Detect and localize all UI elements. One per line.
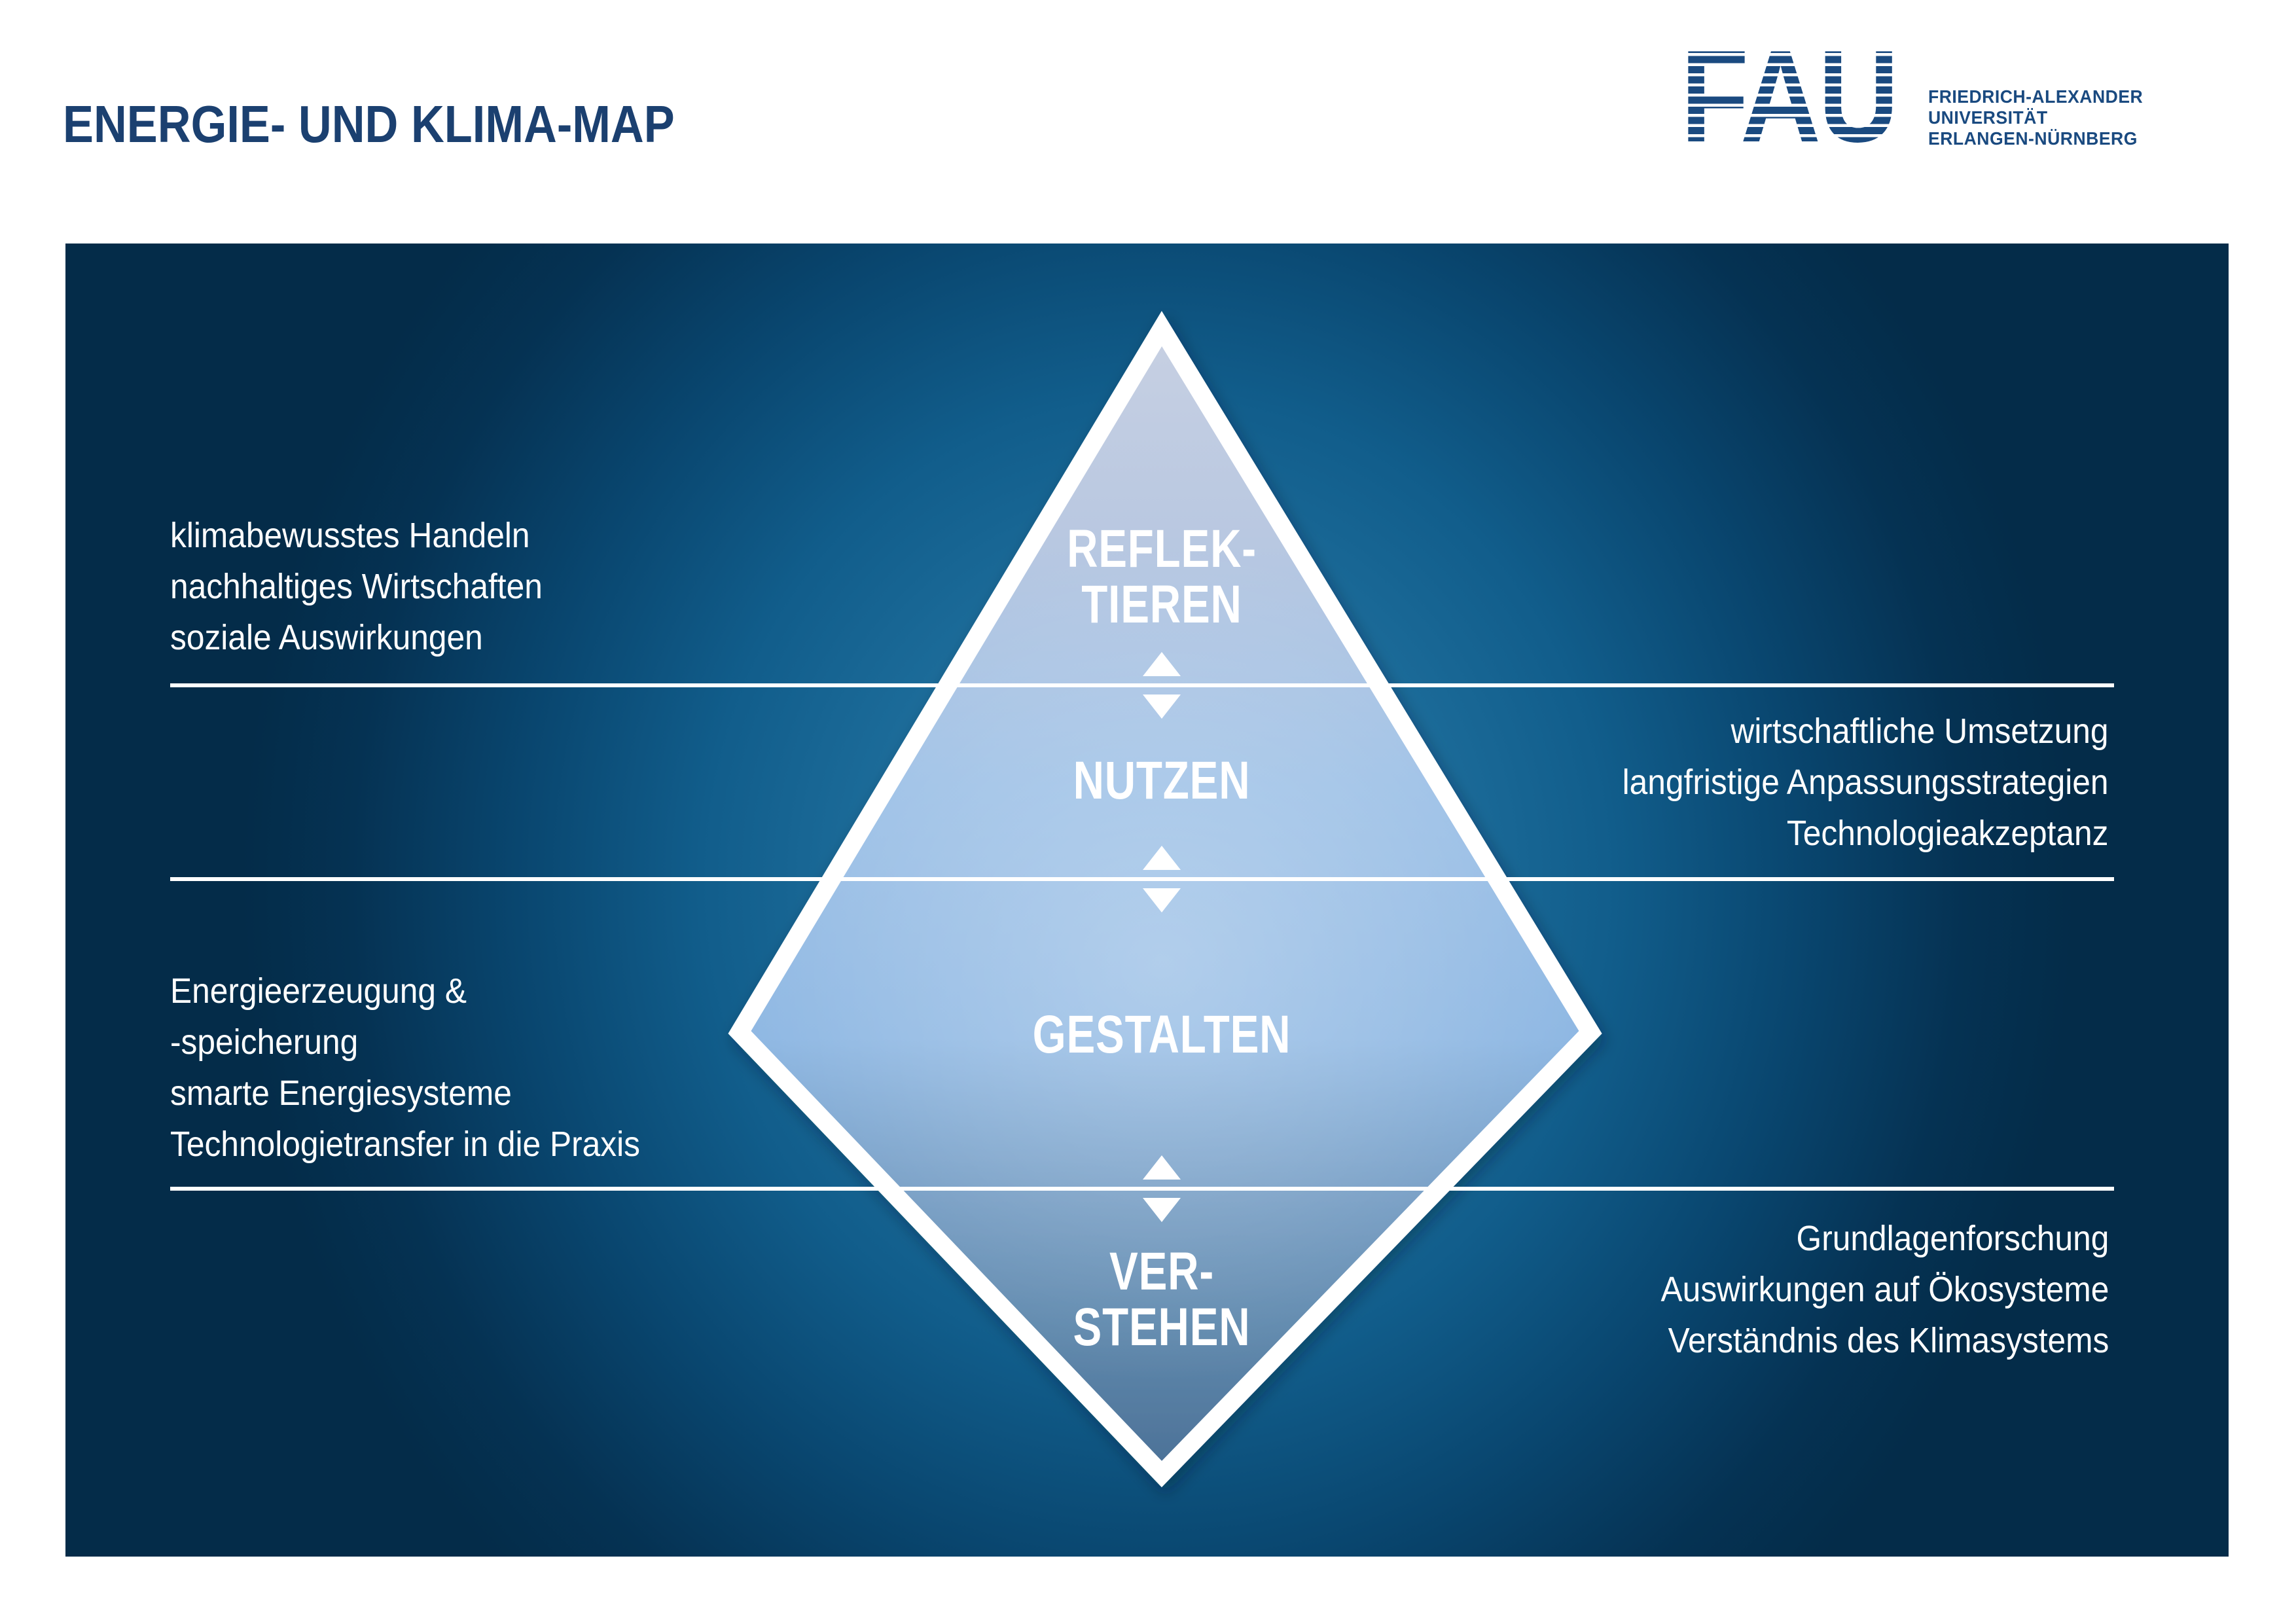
- arrow-up-icon: [1143, 1155, 1181, 1180]
- annotation-line: nachhaltiges Wirtschaften: [170, 567, 543, 606]
- divider-line-3: [170, 1187, 2114, 1191]
- fau-name-line: ERLANGEN-NÜRNBERG: [1928, 128, 2138, 149]
- level-label-line: GESTALTEN: [1032, 1005, 1291, 1064]
- annotation-line: Technologietransfer in die Praxis: [170, 1125, 640, 1164]
- annotation-line: Grundlagenforschung: [1796, 1219, 2109, 1258]
- arrow-down-icon: [1143, 1198, 1181, 1222]
- level-label-nutzen: NUTZEN: [1073, 753, 1251, 808]
- annotation-reflektieren: klimabewusstes Handeln nachhaltiges Wirt…: [170, 510, 543, 663]
- annotation-line: klimabewusstes Handeln: [170, 516, 530, 555]
- annotation-line: smarte Energiesysteme: [170, 1074, 512, 1113]
- arrow-up-icon: [1143, 846, 1181, 870]
- level-label-line: VER-: [1109, 1242, 1214, 1301]
- fau-logo: FAU FRIEDRICH-ALEXANDER UNIVERSITÄT ERLA…: [1681, 46, 2244, 157]
- level-label-line: NUTZEN: [1073, 751, 1251, 810]
- map-panel: REFLEK- TIEREN NUTZEN GESTALTEN VER- STE…: [65, 244, 2229, 1557]
- arrow-down-icon: [1143, 695, 1181, 719]
- level-label-line: STEHEN: [1073, 1297, 1251, 1357]
- divider-line-2: [170, 877, 2114, 881]
- fau-university-name: FRIEDRICH-ALEXANDER UNIVERSITÄT ERLANGEN…: [1928, 86, 2143, 149]
- fau-name-line: UNIVERSITÄT: [1928, 107, 2048, 128]
- fau-name-line: FRIEDRICH-ALEXANDER: [1928, 86, 2144, 107]
- annotation-line: wirtschaftliche Umsetzung: [1731, 712, 2109, 751]
- annotation-line: langfristige Anpassungsstrategien: [1623, 763, 2109, 802]
- arrow-up-icon: [1143, 652, 1181, 676]
- page-title: ENERGIE- UND KLIMA-MAP: [63, 95, 675, 153]
- level-label-line: REFLEK-: [1067, 519, 1257, 579]
- level-label-line: TIEREN: [1081, 575, 1242, 634]
- annotation-verstehen: Grundlagenforschung Auswirkungen auf Öko…: [1660, 1213, 2109, 1366]
- annotation-line: Energieerzeugung &: [170, 971, 467, 1011]
- annotation-line: Auswirkungen auf Ökosysteme: [1660, 1270, 2109, 1309]
- level-label-gestalten: GESTALTEN: [1033, 1007, 1291, 1062]
- annotation-nutzen: wirtschaftliche Umsetzung langfristige A…: [1623, 706, 2109, 859]
- fau-acronym: FAU: [1681, 46, 1897, 157]
- arrow-down-icon: [1143, 888, 1181, 912]
- level-label-reflektieren: REFLEK- TIEREN: [1067, 521, 1257, 632]
- level-label-verstehen: VER- STEHEN: [1073, 1244, 1251, 1355]
- annotation-gestalten: Energieerzeugung & -speicherung smarte E…: [170, 965, 640, 1170]
- annotation-line: -speicherung: [170, 1022, 359, 1062]
- fau-logo-letters-icon: FAU: [1681, 46, 1899, 157]
- divider-line-1: [170, 683, 2114, 687]
- annotation-line: Verständnis des Klimasystems: [1668, 1321, 2109, 1360]
- annotation-line: soziale Auswirkungen: [170, 618, 483, 657]
- pyramid-diagram: [170, 310, 2114, 1488]
- annotation-line: Technologieakzeptanz: [1787, 814, 2109, 853]
